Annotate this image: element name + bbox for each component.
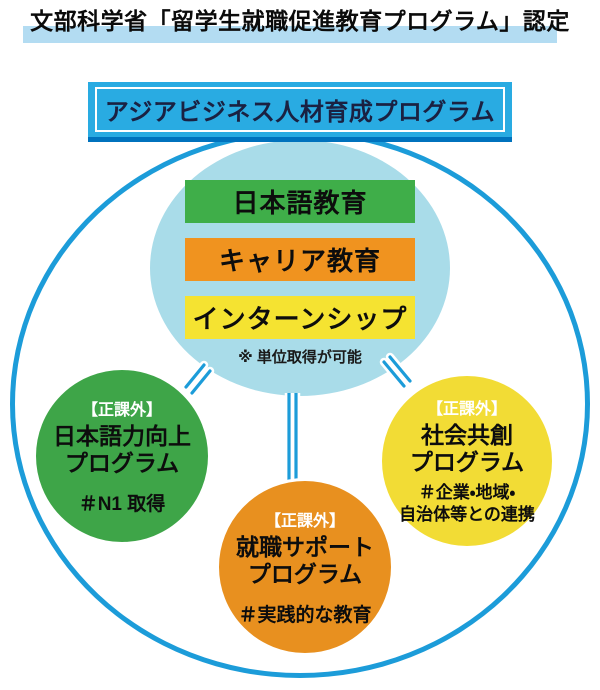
satellite-tag: 【正課外】 <box>426 401 507 419</box>
satellite-hashtag-line: ＃実践的な教育 <box>238 604 372 626</box>
satellite-tag: 【正課外】 <box>264 513 345 531</box>
core-box-label: インターンシップ <box>192 304 408 334</box>
satellite-hashtag-line: 自治体等との連携 <box>399 505 535 525</box>
satellite-hashtag: ＃実践的な教育 <box>238 600 371 627</box>
satellite-name-line: 日本語力向上 <box>53 423 191 450</box>
satellite-name-line: プログラム <box>247 560 363 587</box>
satellite-hashtag: ＃N1 取得 <box>79 489 166 516</box>
program-header-inner-frame: アジアビジネス人材育成プログラム <box>95 87 505 132</box>
satellite-name-line: プログラム <box>409 448 525 475</box>
core-box-career-education: キャリア教育 <box>185 238 415 281</box>
core-box-label: キャリア教育 <box>218 246 381 276</box>
satellite-name-line: 社会共創 <box>421 422 513 449</box>
satellite-name: 就職サポート プログラム <box>236 534 374 587</box>
program-header-banner: アジアビジネス人材育成プログラム <box>88 82 512 142</box>
satellite-name: 日本語力向上 プログラム <box>53 423 191 476</box>
satellite-hashtag-line: ＃N1 取得 <box>78 493 166 515</box>
satellite-hashtag-line: ＃企業・地域・ <box>418 483 516 503</box>
title-underline <box>23 26 557 43</box>
satellite-name-line: プログラム <box>64 449 180 476</box>
satellite-hashtag: ＃企業・地域・ 自治体等との連携 <box>399 482 535 526</box>
satellite-name-line: 就職サポート <box>236 534 374 561</box>
page-title: 文部科学省「留学生就職促進教育プログラム」認定 <box>30 8 570 34</box>
satellite-social-co-creation-program: 【正課外】 社会共創 プログラム ＃企業・地域・ 自治体等との連携 <box>379 373 555 549</box>
core-box-internship: インターンシップ <box>185 296 415 339</box>
program-header-label: アジアビジネス人材育成プログラム <box>104 99 496 126</box>
page-title-area: 文部科学省「留学生就職促進教育プログラム」認定 <box>0 0 600 52</box>
core-box-japanese-education: 日本語教育 <box>185 180 415 223</box>
credit-note: ※ 単位取得が可能 <box>238 349 362 366</box>
satellite-name: 社会共創 プログラム <box>410 422 524 475</box>
satellite-tag: 【正課外】 <box>81 402 162 420</box>
satellite-japanese-skill-program: 【正課外】 日本語力向上 プログラム ＃N1 取得 <box>33 367 211 545</box>
satellite-job-support-program: 【正課外】 就職サポート プログラム ＃実践的な教育 <box>216 478 394 656</box>
core-box-label: 日本語教育 <box>232 188 368 218</box>
